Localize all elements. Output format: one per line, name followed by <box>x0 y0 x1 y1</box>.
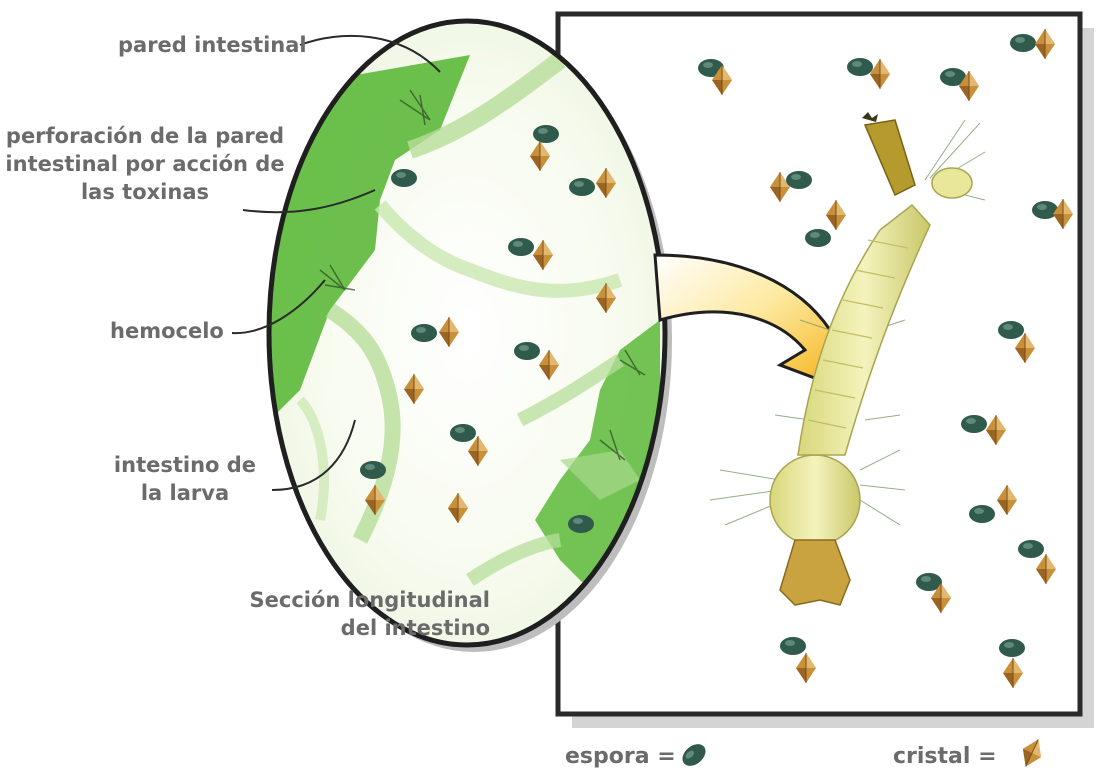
spore-icon <box>786 171 812 189</box>
spore-icon <box>1032 201 1058 219</box>
legend-crystal-icon <box>1017 735 1048 771</box>
gut-section <box>269 21 665 645</box>
spore-icon <box>805 229 831 247</box>
spore-icon <box>569 178 595 196</box>
label-seccion-line-2: del intestino <box>190 614 490 642</box>
spore-icon <box>508 238 534 256</box>
label-hemocelo: hemocelo <box>110 317 224 345</box>
label-perforacion-line-2: intestinal por acción de <box>0 150 290 178</box>
label-intestino-larva: intestino de la larva <box>105 451 265 507</box>
label-seccion-line-1: Sección longitudinal <box>190 586 490 614</box>
legend-spore-icon <box>678 740 709 771</box>
label-perforacion-line-3: las toxinas <box>0 178 290 206</box>
label-perforacion-line-1: perforación de la pared <box>0 122 290 150</box>
spore-icon <box>1018 540 1044 558</box>
label-pared-intestinal: pared intestinal <box>118 31 307 59</box>
spore-icon <box>514 342 540 360</box>
spore-icon <box>533 125 559 143</box>
legend-espora: espora = <box>565 744 676 769</box>
spore-icon <box>411 324 437 342</box>
spore-icon <box>450 424 476 442</box>
spore-icon <box>391 169 417 187</box>
spore-icon <box>961 415 987 433</box>
spore-icon <box>847 58 873 76</box>
label-intestino-larva-line-2: la larva <box>105 479 265 507</box>
spore-icon <box>568 515 594 533</box>
spore-icon <box>360 461 386 479</box>
spore-icon <box>1010 34 1036 52</box>
label-seccion-longitudinal: Sección longitudinal del intestino <box>190 586 490 642</box>
spore-icon <box>969 505 995 523</box>
legend-cristal: cristal = <box>893 744 997 769</box>
spore-icon <box>998 321 1024 339</box>
spore-icon <box>780 637 806 655</box>
label-intestino-larva-line-1: intestino de <box>105 451 265 479</box>
spore-icon <box>999 639 1025 657</box>
label-perforacion: perforación de la pared intestinal por a… <box>0 122 290 206</box>
